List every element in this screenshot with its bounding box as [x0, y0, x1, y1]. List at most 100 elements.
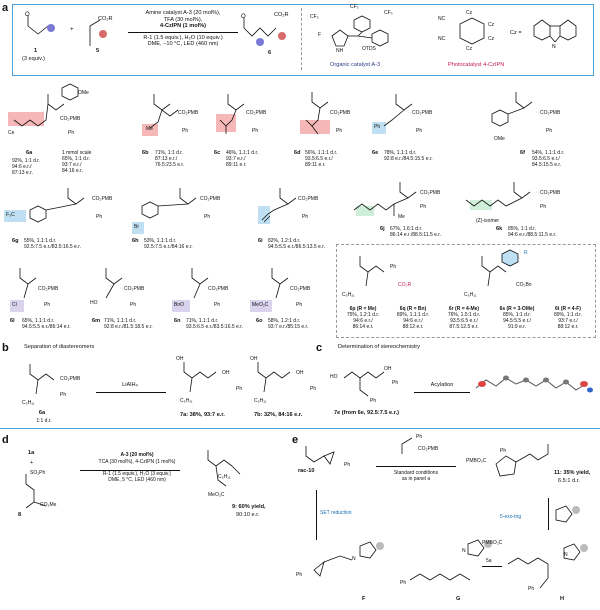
6a-chain: Ce	[8, 130, 15, 136]
7a-oh-2: OH	[222, 370, 230, 376]
6o-highlight	[250, 300, 272, 312]
9-structure	[207, 450, 241, 487]
6l-structure	[19, 268, 37, 299]
6o-structure	[271, 268, 289, 299]
6c-stat-2: 89:11 e.r.	[226, 162, 247, 168]
6m-stat-1: 92:8 e.r./81.5:18.5 e.r.	[104, 324, 153, 330]
acrylate-co2pmb: CO₂PMB	[418, 446, 439, 452]
7b-c5h11: C₅H₁₁	[254, 398, 267, 404]
panel-e-arrow	[376, 466, 456, 467]
6h-id: 6h	[132, 238, 139, 244]
panel-d-cond-0: A-3 (20 mol%)	[120, 452, 154, 458]
xray-structure	[475, 375, 593, 393]
6j-stat-0: 67%, 1.6:1 d.r.	[390, 226, 423, 232]
acrylate-5-ester: CO₂R	[98, 16, 113, 22]
6i-stats: 82%, 1.2:1 d.r. 94.5:5.5 e.r./86.5:13.5 …	[268, 238, 325, 250]
boxed-6r: 6r (R = 4-Me) 76%, 1.5:1 d.r. 93.5:6.5 e…	[438, 306, 490, 330]
6s-stat-0: 85%, 1:1 d.r.	[502, 312, 532, 318]
6c-stat-1: 93:7 e.r./	[226, 156, 246, 162]
nh-label: NH	[336, 48, 343, 54]
cz-label-1: Cz	[466, 10, 473, 16]
7e-ph-2: Ph	[392, 380, 399, 386]
6b-ph: Ph	[182, 128, 189, 134]
panel-c-title: Determination of stereochemistry	[338, 344, 421, 350]
panel-e-cond-1: as in panel a	[401, 476, 431, 482]
9-yield: 9: 60% yield,	[232, 504, 266, 510]
6i-stat-0: 82%, 1.2:1 d.r.	[268, 238, 301, 244]
6l-stat-0: 65%, 1.1:1 d.r.	[22, 318, 55, 324]
6j-stats: 67%, 1.6:1 d.r. 86:14 e.r./88.5:11.5 e.r…	[390, 226, 441, 238]
7e-structure	[343, 371, 385, 397]
6s-id: 6s (R = 3-OMe)	[499, 306, 535, 312]
nc-label-1: NC	[438, 16, 446, 22]
otds-label: OTDS	[362, 46, 376, 52]
6q-id: 6q (R = Bn)	[399, 306, 427, 312]
cz-definition: Cz =	[510, 30, 522, 36]
cz-label-4: Cz	[488, 36, 495, 42]
panel-d-cond-2: R-1 (1.5 equiv.), H₂O (3 equiv.)	[102, 471, 172, 477]
6a-scale: 1 mmol scale 65%, 1:1 d.r. 93:7 e.r./ 84…	[62, 150, 91, 174]
section-divider	[0, 428, 600, 429]
boxed-6p: 6p (R = Me) 75%, 1.2:1 d.r. 94:6 e.r./ 8…	[338, 306, 388, 330]
6b-co2pmb: CO₂PMB	[178, 110, 199, 116]
6c-stat-0: 46%, 1.1:1 d.r.	[226, 150, 259, 156]
7a-structure	[183, 362, 217, 393]
panel-c-letter: c	[316, 342, 323, 354]
product-6-id: 6	[268, 50, 272, 56]
6e-co2pmb: CO₂PMB	[412, 110, 433, 116]
6l-co2pmb: CO₂PMB	[38, 286, 59, 292]
6f-stat-2: 84.5:15.5 e.r.	[532, 162, 562, 168]
6d-ph: Ph	[336, 128, 343, 134]
6o-stat-0: 58%, 1.2:1 d.r.	[268, 318, 301, 324]
H-label: H	[560, 596, 565, 602]
photocatalyst-label: Photocatalyst 4-CzIPN	[448, 62, 505, 68]
panel-b-title: Separation of diastereomers	[24, 344, 95, 350]
6h-stat-1: 92.5:7.5 e.r./84:16 e.r.	[144, 244, 193, 250]
6j-stat-1: 86:14 e.r./88.5:11.5 e.r.	[390, 232, 442, 238]
6rst-structure	[481, 249, 519, 287]
6t-id: 6t (R = 4-F)	[555, 306, 581, 312]
5a-arrow	[482, 566, 502, 567]
6s-stat-2: 91:9 e.r.	[507, 324, 527, 330]
conditions-line2: TFA (30 mol%),	[163, 16, 203, 23]
6j-co2pmb: CO₂PMB	[420, 190, 441, 196]
6h-co2pmb: CO₂PMB	[200, 196, 221, 202]
6pq-structure	[359, 256, 385, 287]
6a-ph: Ph	[68, 130, 75, 136]
cf3-label-2: CF₃	[384, 10, 393, 16]
7a-c5h11: C₅H₁₁	[180, 398, 193, 404]
7b-ph: Ph	[310, 386, 317, 392]
cf3-label-1: CF₃	[350, 4, 359, 10]
6m-ho: HO	[90, 300, 98, 306]
6a-scale-1: 65%, 1:1 d.r.	[62, 156, 91, 162]
8-co2me: CO₂Me	[40, 502, 57, 508]
6n-stat-0: 71%, 1.1:1 d.r.	[186, 318, 219, 324]
6b-stat-0: 71%, 1:1 d.r.	[155, 150, 184, 156]
6a-stats: 92%, 1:1 d.r. 94:6 e.r./ 87:13 e.r.	[12, 158, 40, 176]
radical-H-structure	[507, 543, 588, 589]
6r-stat-0: 76%, 1.5:1 d.r.	[447, 312, 481, 318]
panel-c-arrow	[414, 392, 470, 393]
conditions-line4: R-1 (1.5 equiv.), H₂O (10 equiv.)	[143, 34, 223, 41]
6k-id: 6k	[496, 226, 503, 232]
6g-stat-0: 55%, 1.1:1 d.r.	[24, 238, 57, 244]
radical-G-structure	[409, 539, 492, 581]
svg-text:O: O	[25, 12, 30, 18]
6g-stats: 55%, 1.1:1 d.r. 92.5:7.5 e.r./83.5:16.5 …	[24, 238, 81, 250]
6f-structure	[491, 92, 533, 127]
6d-co2pmb: CO₂PMB	[330, 110, 351, 116]
6m-co2pmb: CO₂PMB	[124, 286, 145, 292]
boxed-6s: 6s (R = 3-OMe) 85%, 1:1 d.r. 94.5:5.5 e.…	[490, 306, 544, 330]
11-pmbo2c: PMBO₂C	[466, 458, 487, 464]
h-atom: H	[339, 48, 344, 54]
6p-stat-1: 94:6 e.r./	[353, 318, 373, 324]
6e-id: 6e	[372, 150, 379, 156]
6h-highlight	[132, 222, 144, 234]
nc-label-2: NC	[438, 36, 446, 42]
organic-catalyst-label: Organic catalyst A-3	[330, 62, 381, 68]
6j-structure	[353, 182, 417, 216]
6g-highlight	[4, 210, 26, 222]
6n-ph: Ph	[214, 302, 221, 308]
boxed-6t: 6t (R = 4-F) 89%, 1:1 d.r. 93:7 e.r./ 88…	[544, 306, 592, 330]
panel-b-6a-dr: 1:1 d.r.	[36, 418, 52, 424]
